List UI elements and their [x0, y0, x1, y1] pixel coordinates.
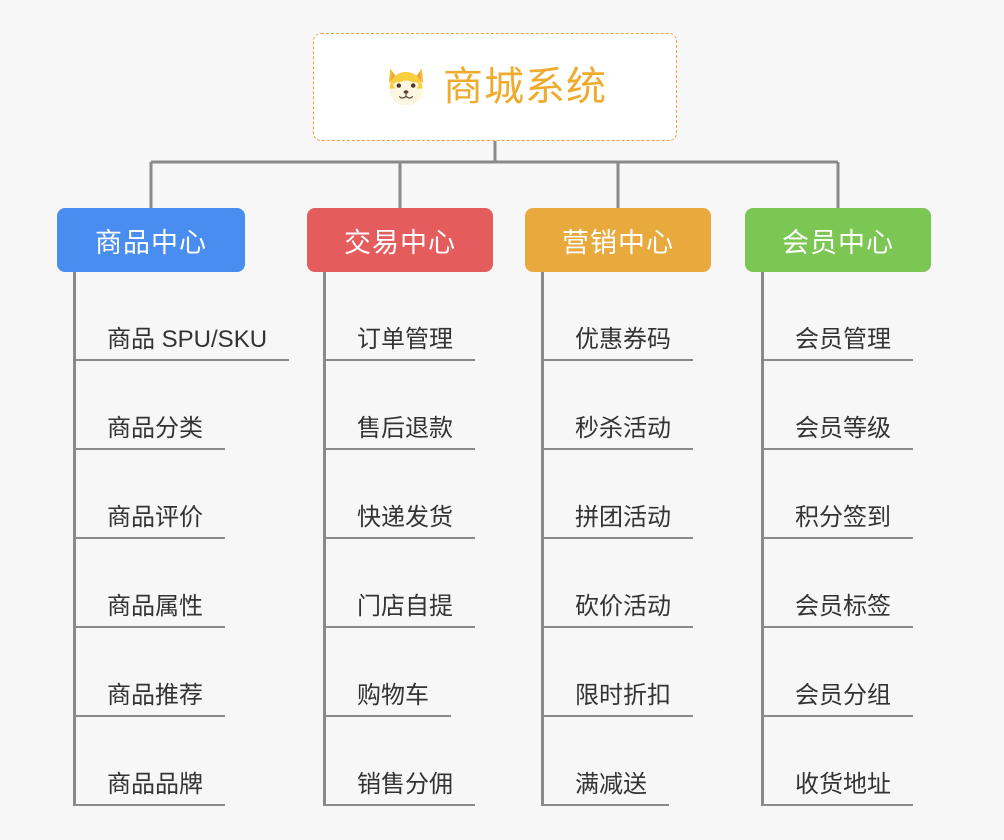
leaf-label: 购物车	[357, 681, 429, 709]
leaf-label: 门店自提	[357, 592, 453, 620]
category-box-2[interactable]: 交易中心	[307, 208, 493, 272]
root-node[interactable]: 商城系统	[313, 33, 677, 141]
leaf-item[interactable]: 会员等级	[761, 361, 913, 450]
leaf-label: 商品推荐	[107, 681, 203, 709]
leaf-item[interactable]: 优惠券码	[541, 272, 693, 361]
leaf-label: 拼团活动	[575, 503, 671, 531]
category-label: 营销中心	[562, 227, 674, 258]
branch-spine	[541, 272, 544, 806]
leaf-item[interactable]: 积分签到	[761, 450, 913, 539]
leaf-item[interactable]: 砍价活动	[541, 539, 693, 628]
category-box-3[interactable]: 营销中心	[525, 208, 711, 272]
leaf-item[interactable]: 购物车	[323, 628, 451, 717]
leaf-label: 商品属性	[107, 592, 203, 620]
leaf-label: 限时折扣	[575, 681, 671, 709]
leaf-label: 商品 SPU/SKU	[107, 325, 268, 353]
leaf-label: 售后退款	[357, 414, 453, 442]
leaf-item[interactable]: 快递发货	[323, 450, 475, 539]
leaf-label: 快递发货	[357, 503, 453, 531]
leaf-label: 商品分类	[107, 414, 203, 442]
leaf-label: 商品品牌	[107, 770, 203, 798]
category-label: 交易中心	[344, 227, 456, 258]
leaf-label: 优惠券码	[575, 325, 671, 353]
category-label: 商品中心	[95, 227, 207, 258]
leaf-label: 销售分佣	[357, 770, 453, 798]
category-box-1[interactable]: 商品中心	[57, 208, 245, 272]
leaf-label: 会员标签	[795, 592, 891, 620]
branch-spine	[761, 272, 764, 806]
leaf-item[interactable]: 拼团活动	[541, 450, 693, 539]
leaf-label: 满减送	[575, 770, 647, 798]
leaf-item[interactable]: 会员分组	[761, 628, 913, 717]
leaf-label: 商品评价	[107, 503, 203, 531]
leaf-item[interactable]: 商品推荐	[73, 628, 225, 717]
category-box-4[interactable]: 会员中心	[745, 208, 931, 272]
category-label: 会员中心	[782, 227, 894, 258]
leaf-item[interactable]: 商品品牌	[73, 717, 225, 806]
root-title: 商城系统	[443, 65, 607, 109]
leaf-label: 订单管理	[357, 325, 453, 353]
leaf-item[interactable]: 门店自提	[323, 539, 475, 628]
leaf-item[interactable]: 限时折扣	[541, 628, 693, 717]
shiba-dog-face-icon	[388, 68, 424, 105]
leaf-item[interactable]: 收货地址	[761, 717, 913, 806]
leaf-item[interactable]: 售后退款	[323, 361, 475, 450]
leaf-item[interactable]: 销售分佣	[323, 717, 475, 806]
branch-spine	[73, 272, 76, 806]
leaf-item[interactable]: 商品分类	[73, 361, 225, 450]
leaf-item[interactable]: 会员管理	[761, 272, 913, 361]
leaf-item[interactable]: 商品评价	[73, 450, 225, 539]
leaf-label: 积分签到	[795, 503, 891, 531]
leaf-label: 会员等级	[795, 414, 891, 442]
leaf-label: 秒杀活动	[575, 414, 671, 442]
leaf-item[interactable]: 订单管理	[323, 272, 475, 361]
leaf-label: 砍价活动	[575, 592, 671, 620]
branch-spine	[323, 272, 326, 806]
leaf-item[interactable]: 商品属性	[73, 539, 225, 628]
leaf-item[interactable]: 满减送	[541, 717, 669, 806]
leaf-label: 会员分组	[795, 681, 891, 709]
leaf-item[interactable]: 会员标签	[761, 539, 913, 628]
leaf-item[interactable]: 秒杀活动	[541, 361, 693, 450]
leaf-item[interactable]: 商品 SPU/SKU	[73, 272, 290, 361]
leaf-label: 会员管理	[795, 325, 891, 353]
leaf-label: 收货地址	[795, 770, 891, 798]
